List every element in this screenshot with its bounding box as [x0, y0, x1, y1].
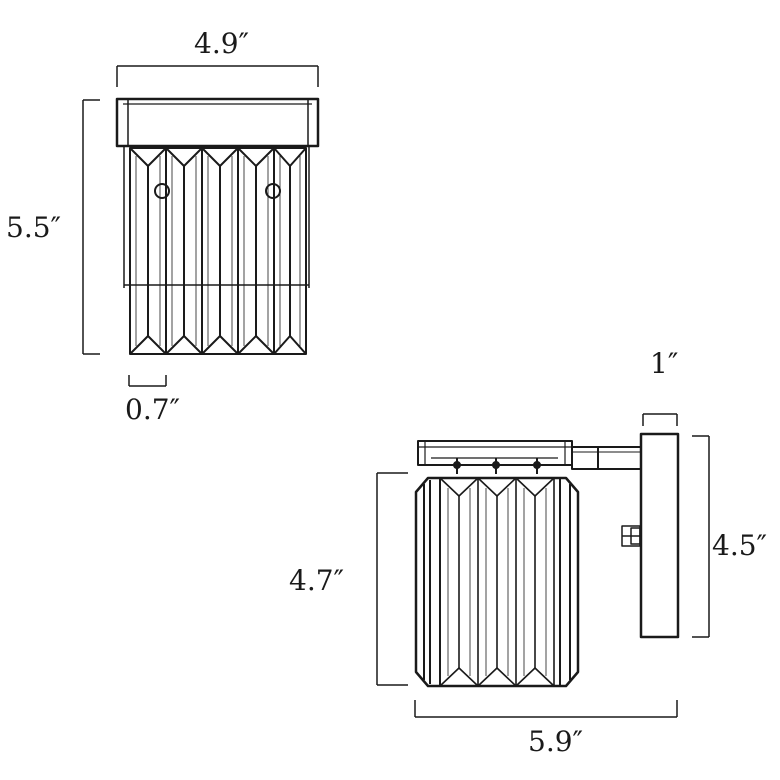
side-height-label: 4.7″ — [289, 564, 344, 597]
side-mounting-nut — [621, 525, 641, 547]
crystal-width-dimension-line — [128, 375, 167, 387]
front-height-dimension-line — [82, 99, 100, 355]
front-mounting-holes — [154, 183, 281, 199]
side-crystal-body — [414, 476, 580, 688]
front-width-label: 4.9″ — [194, 27, 249, 60]
front-width-dimension-line — [116, 65, 319, 87]
front-crystal-prisms — [129, 147, 307, 355]
side-arm — [571, 446, 642, 470]
side-extension-label: 5.9″ — [528, 725, 583, 758]
side-extension-dimension-line — [414, 700, 678, 718]
side-backplate — [639, 432, 680, 639]
front-back-panel — [123, 146, 310, 288]
side-crystal-hooks — [453, 458, 541, 474]
front-canopy — [115, 97, 320, 148]
front-view — [82, 65, 320, 387]
side-view — [376, 413, 710, 718]
backplate-depth-dimension-line — [642, 413, 678, 426]
side-height-dimension-line — [376, 472, 408, 686]
backplate-height-label: 4.5″ — [712, 529, 767, 562]
crystal-width-label: 0.7″ — [125, 393, 180, 426]
front-height-label: 5.5″ — [6, 211, 61, 244]
backplate-depth-label: 1″ — [650, 347, 679, 380]
backplate-height-dimension-line — [692, 435, 710, 638]
